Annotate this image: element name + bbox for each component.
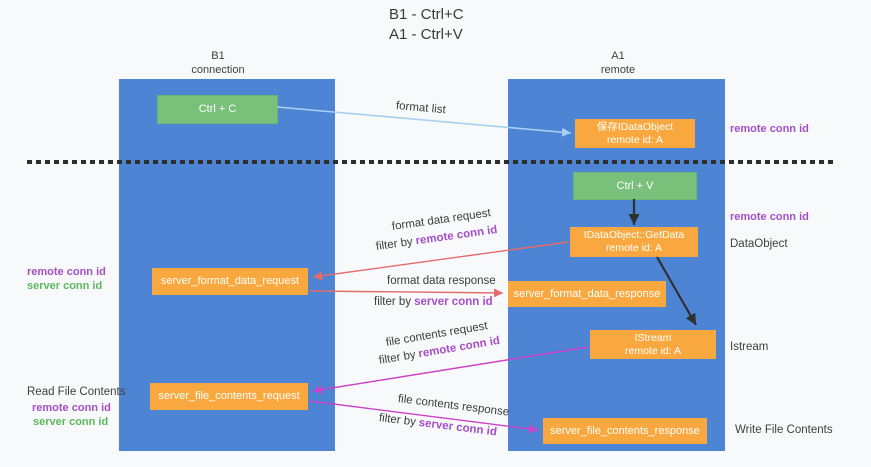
server-conn-id-text: server conn id xyxy=(414,296,493,308)
filter-by-text: filter by xyxy=(378,412,417,429)
right-remote-conn-id-1: remote conn id xyxy=(730,123,809,135)
node-save-idataobject-line1: 保存IDataObject xyxy=(596,120,674,133)
node-server-file-contents-request-label: server_file_contents_request xyxy=(158,390,300,402)
node-idataobject-getdata-line2: remote id: A xyxy=(605,242,663,254)
column-a1-subtitle: remote xyxy=(600,64,636,76)
label-format-list: format list xyxy=(395,100,447,117)
right-remote-conn-id-2: remote conn id xyxy=(730,211,809,223)
node-server-format-data-response: server_format_data_response xyxy=(508,281,666,307)
node-ctrl-v-label: Ctrl + V xyxy=(616,179,654,192)
node-ctrl-c-label: Ctrl + C xyxy=(198,103,237,115)
column-a1-name: A1 xyxy=(611,50,625,62)
left-read-file-contents-label: Read File Contents xyxy=(27,386,126,398)
column-header-b1: B1 connection xyxy=(163,49,273,77)
left-server-conn-id-1: server conn id xyxy=(27,280,103,292)
right-write-file-contents-label: Write File Contents xyxy=(735,424,833,436)
title-line-1: B1 - Ctrl+C xyxy=(389,6,464,23)
diagram-title: B1 - Ctrl+C A1 - Ctrl+V xyxy=(389,5,464,45)
filter-by-text: filter by xyxy=(378,348,417,367)
node-idataobject-getdata-line1: IDataObject::GetData xyxy=(583,229,685,241)
column-header-a1: A1 remote xyxy=(563,49,673,77)
server-conn-id-text: server conn id xyxy=(418,416,498,439)
node-istream-line2: remote id: A xyxy=(624,344,682,357)
node-ctrl-c: Ctrl + C xyxy=(157,95,278,124)
node-server-file-contents-response-label: server_file_contents_response xyxy=(550,424,700,437)
node-server-format-data-request: server_format_data_request xyxy=(152,268,308,295)
node-server-file-contents-response: server_file_contents_response xyxy=(543,418,707,444)
left-remote-conn-id-2: remote conn id xyxy=(32,402,111,414)
title-line-2: A1 - Ctrl+V xyxy=(389,26,463,43)
session-divider-dashed-line xyxy=(27,160,834,164)
node-save-idataobject: 保存IDataObject remote id: A xyxy=(575,119,695,148)
filter-by-text: filter by xyxy=(375,235,414,253)
right-istream-label: Istream xyxy=(730,341,769,353)
node-server-format-data-response-label: server_format_data_response xyxy=(513,287,661,300)
node-server-format-data-request-label: server_format_data_request xyxy=(160,275,300,287)
node-ctrl-v: Ctrl + V xyxy=(573,172,697,200)
node-idataobject-getdata: IDataObject::GetData remote id: A xyxy=(570,227,698,257)
node-server-file-contents-request: server_file_contents_request xyxy=(150,383,308,410)
label-file-contents-response: file contents response xyxy=(397,393,510,419)
filter-by-text: filter by xyxy=(374,296,412,308)
node-save-idataobject-line2: remote id: A xyxy=(606,133,664,146)
format-data-response-arrow xyxy=(309,288,504,298)
node-istream: IStream remote id: A xyxy=(590,330,716,359)
column-b1-name: B1 xyxy=(211,50,225,62)
column-b1-subtitle: connection xyxy=(191,64,245,76)
right-dataobject-label: DataObject xyxy=(730,238,788,250)
left-remote-conn-id-1: remote conn id xyxy=(27,266,106,278)
node-istream-line1: IStream xyxy=(634,331,672,344)
left-server-conn-id-2: server conn id xyxy=(33,416,109,428)
label-format-data-response: format data response xyxy=(387,275,496,287)
